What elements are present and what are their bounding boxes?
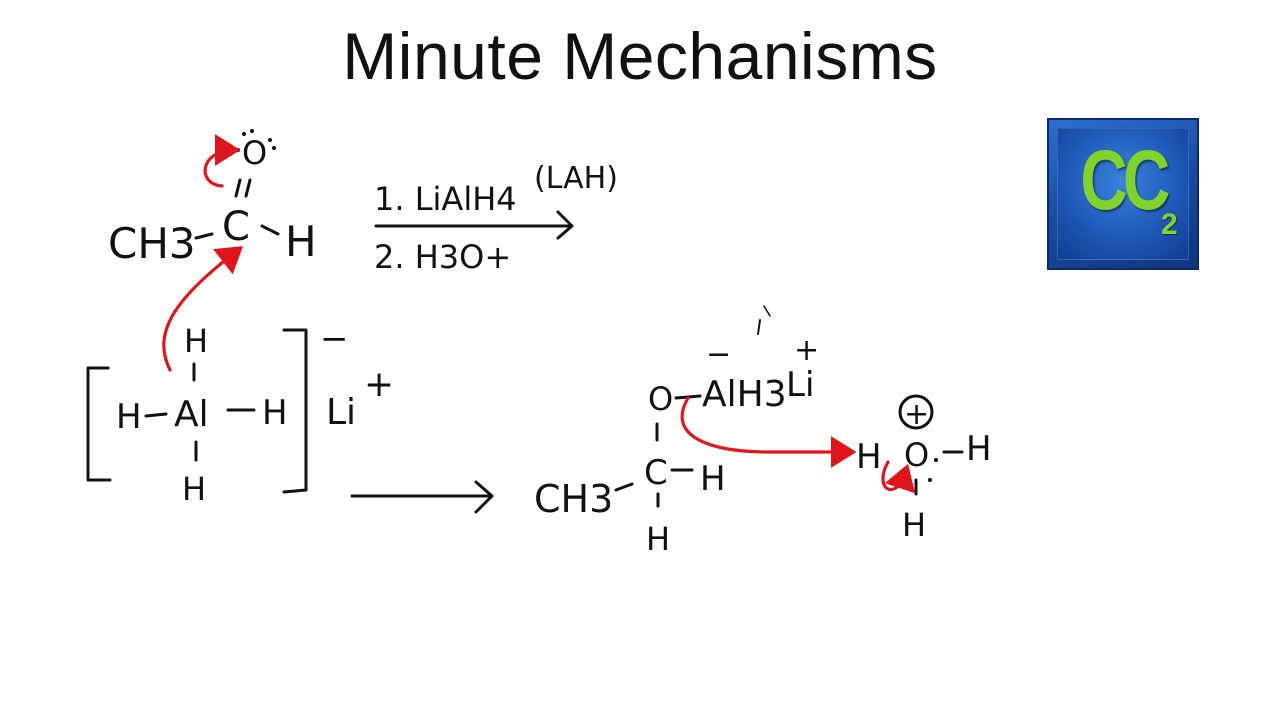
hydronium-charge: + — [904, 397, 929, 432]
arrow-pi-to-oxygen — [203, 134, 241, 188]
lone-pair-dot — [272, 146, 276, 150]
hydronium-oxygen: O — [904, 436, 929, 474]
lone-pair-dot — [268, 138, 272, 142]
aldehyde-structure: CH3 C H O — [108, 129, 317, 268]
lone-pair-dot — [242, 132, 246, 136]
arrow-protonation — [680, 396, 857, 468]
alkoxide-intermediate: O AlH3 Li − + CH3 C H H — [534, 333, 819, 558]
lone-pair-dot — [928, 478, 932, 482]
lithium-charge: + — [364, 364, 394, 405]
alkoxide-alh3: AlH3 — [702, 374, 787, 415]
lone-pair-dot — [236, 148, 240, 152]
bond-c-h — [260, 224, 280, 236]
lone-pair-dot — [934, 458, 938, 462]
aldehyde-oxygen: O — [242, 134, 267, 172]
alkoxide-right-h: H — [700, 459, 726, 499]
cc2-logo: CC 2 — [1047, 118, 1199, 270]
alkoxide-cation-charge: + — [794, 333, 819, 368]
aluminate-right-h: H — [262, 393, 288, 433]
aluminate-left-h: H — [116, 397, 142, 437]
logo-panel — [1057, 128, 1189, 260]
double-bond-2 — [244, 178, 252, 198]
lone-pair-dot — [250, 129, 254, 133]
alkoxide-ch3: CH3 — [534, 477, 613, 521]
arrow-hydride-attack — [162, 246, 244, 372]
alkoxide-anion-charge: − — [706, 337, 731, 372]
hydronium-structure: + H O H H — [856, 394, 992, 544]
aluminate-charge: − — [320, 319, 349, 359]
double-bond-1 — [234, 178, 242, 198]
aldehyde-ch3: CH3 — [108, 219, 196, 268]
condition-abbreviation: (LAH) — [534, 161, 618, 196]
aldehyde-carbon: C — [222, 204, 250, 250]
logo-text: CC — [1080, 133, 1170, 227]
bond-al-left — [144, 412, 168, 418]
aluminate-al: Al — [174, 394, 209, 435]
alkoxide-bottom-h: H — [646, 520, 670, 558]
left-bracket — [86, 366, 112, 482]
bond-ch3-c — [194, 232, 214, 240]
step-arrow-head — [474, 480, 494, 514]
lithium-ion: Li — [326, 392, 356, 433]
hydronium-right-h: H — [966, 429, 992, 469]
positive-charge-circle — [898, 394, 934, 430]
alkoxide-li: Li — [786, 365, 814, 405]
right-bracket — [282, 328, 308, 494]
alkoxide-oxygen: O — [648, 380, 673, 418]
aluminate-bottom-h: H — [182, 470, 206, 508]
reaction-conditions: 1. LiAlH4 (LAH) 2. H3O+ — [374, 161, 618, 276]
aluminate-top-h: H — [184, 322, 208, 360]
aldehyde-hydrogen: H — [285, 217, 317, 266]
logo-subscript: 2 — [1161, 208, 1178, 241]
alkoxide-carbon: C — [644, 453, 668, 493]
arrow-oh-bond-break — [881, 460, 916, 494]
condition-step2: 2. H3O+ — [374, 238, 511, 276]
hydronium-left-h: H — [856, 437, 882, 477]
slide-title: Minute Mechanisms — [342, 19, 938, 93]
cursor-mark — [757, 319, 761, 335]
cursor-mark — [763, 305, 771, 317]
condition-step1: 1. LiAlH4 — [374, 180, 517, 218]
hydronium-bottom-h: H — [902, 506, 926, 544]
aluminate-structure: − H H Al H H Li + — [86, 319, 394, 508]
bond-ch3-c2 — [614, 482, 634, 492]
reaction-arrow-head — [556, 210, 574, 240]
